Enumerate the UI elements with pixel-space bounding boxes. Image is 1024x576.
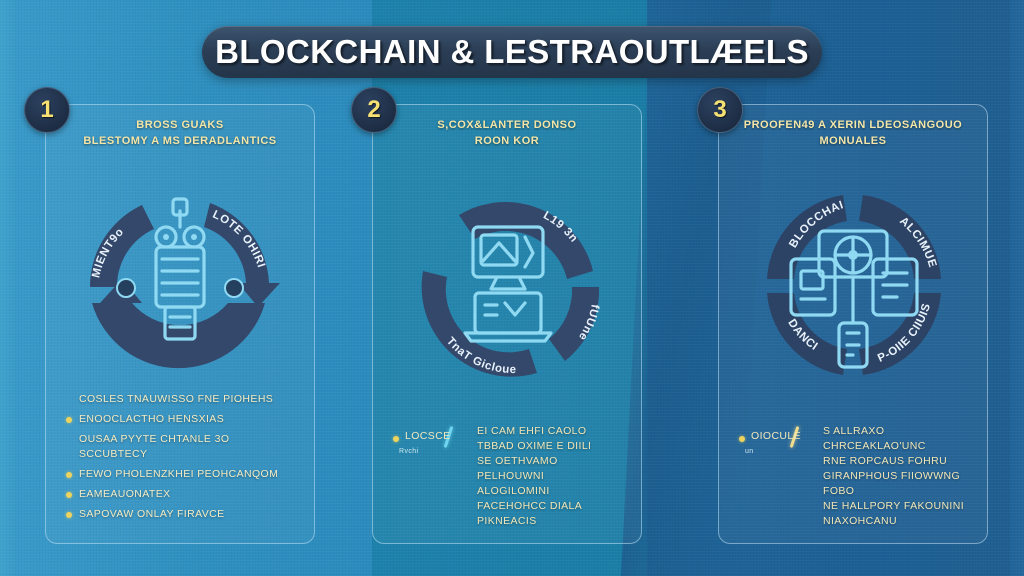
bullet-dot: [66, 472, 72, 478]
card-3-number-badge: 3: [697, 87, 743, 133]
robot-icon: [154, 197, 206, 341]
card-1-bullet-row-4: FEWO PHOLENZKHEI PEOHCANQOM: [66, 467, 298, 482]
background-edge-right: [1010, 0, 1024, 576]
card-2-heading-line-2: ROON KOR: [474, 135, 540, 147]
card-1-bullet-text-6: SAPOVAW ONLAY FIRAVCE: [79, 508, 225, 520]
card-2-arc-top: [459, 202, 593, 279]
card-1-bullet-row-2: ENOOCLACTHO HENSXIAS: [66, 412, 298, 427]
card-1-number-badge: 1: [24, 87, 70, 133]
card-1-arc-2: [204, 203, 280, 307]
card-2-bullet-list: Rvchi LOCSCE EI CAM EHFI CAOLO TBBAD OXI…: [391, 424, 627, 529]
bullet-dot: [66, 417, 72, 423]
card-3-line-2: RNE ROPCAUS FOHRU: [823, 455, 948, 467]
card-3-arc-bottom-left: [767, 293, 847, 375]
card-3-cycle-diagram: BLOCCHAIN ALCIMUE DANCI P-OIIE CIIUIS: [743, 175, 963, 390]
bullet-dot: [66, 397, 72, 403]
bullet-dot: [739, 435, 745, 442]
monitor-laptop-icon: [463, 225, 553, 343]
card-1-bullet-text-4: FEWO PHOLENZKHEI PEOHCANQOM: [79, 468, 279, 480]
card-3-arc-top-right: [859, 195, 941, 279]
card-2-heading: S,COX&LANTER DONSO ROON KOR: [387, 117, 627, 149]
card-3-bullet-lines: S ALLRAXO CHRCEAKLAO'UNC RNE ROPCAUS FOH…: [823, 424, 973, 529]
devices-network-icon: [789, 229, 919, 369]
card-1: 1 BROSS GUAKS BLESTOMY A MS DERADLANTICS…: [24, 87, 315, 544]
card-2-line-2: TBBAD OXIME E DIILI: [477, 440, 592, 452]
card-1-bullet-text-1: COSLES TNAUWISSO FNE PIOHEHS: [79, 393, 274, 405]
card-3-line-3: GIRANPHOUS FIIOWWNG FOBO: [823, 470, 961, 497]
card-1-cycle-diagram: MIENT9o LOTE OHIRI: [70, 175, 290, 390]
bullet-dot: [393, 435, 399, 442]
card-3-side-bullet: OIOCULE: [739, 430, 801, 442]
card-1-bullet-row-5: EAMEAUONATEX: [66, 487, 298, 502]
card-1-node-right: [224, 278, 244, 298]
card-1-bullet-text-3: OUSAA PYYTE CHTANLE 3O SCCUBTECY: [79, 433, 230, 460]
card-1-arc-1: [89, 205, 154, 287]
card-2-cycle-diagram: L19 3n fUUne TnaT Gicloueg: [397, 175, 617, 390]
card-1-heading-line-1: BROSS GUAKS: [136, 119, 224, 131]
card-3-arc-bottom-right: [859, 293, 941, 375]
card-2-line-4: ALOGILOMINI: [477, 485, 550, 497]
card-3-line-5: NIAXOHCANU: [823, 515, 898, 527]
card-1-bullet-text-2: ENOOCLACTHO HENSXIAS: [79, 413, 225, 425]
card-1-bullet-row-6: SAPOVAW ONLAY FIRAVCE: [66, 507, 298, 522]
card-1-arc-label-2: LOTE OHIRI: [211, 209, 267, 270]
card-3-side-bullet-label: OIOCULE: [751, 430, 802, 442]
card-1-bullet-text-5: EAMEAUONATEX: [79, 488, 171, 500]
card-1-heading: BROSS GUAKS BLESTOMY A MS DERADLANTICS: [60, 117, 300, 149]
card-1-arc-3: [92, 279, 265, 369]
card-2-side-small-label: Rvchi: [399, 448, 419, 455]
card-1-bullet-row-3: OUSAA PYYTE CHTANLE 3O SCCUBTECY: [66, 432, 298, 462]
card-3-bullet-left-group: un OIOCULE: [737, 424, 823, 455]
card-1-bullet-list: COSLES TNAUWISSO FNE PIOHEHS ENOOCLACTHO…: [66, 392, 298, 527]
card-3-arc-label-1: BLOCCHAIN: [743, 175, 845, 250]
card-1-heading-line-2: BLESTOMY A MS DERADLANTICS: [83, 135, 277, 147]
card-3-arc-top-left: [767, 195, 847, 279]
card-2-line-5: FACEHOHCC DIALA PIKNEACIS: [477, 500, 582, 527]
card-2-arc-left: [421, 271, 537, 377]
card-1-bullet-row-1: COSLES TNAUWISSO FNE PIOHEHS: [66, 392, 298, 407]
card-1-node-left: [116, 278, 136, 298]
bullet-dot: [66, 512, 72, 518]
bullet-dot: [66, 492, 72, 498]
card-3-heading-line-2: MONUALES: [819, 135, 887, 147]
card-2-bullet-left-group: Rvchi LOCSCE: [391, 424, 477, 455]
card-2-line-3: SE OETHVAMO PELHOUWNI: [477, 455, 558, 482]
card-2-side-bullet-label: LOCSCE: [405, 430, 451, 442]
card-2-side-bullet: LOCSCE: [393, 430, 451, 442]
card-3-line-1: S ALLRAXO CHRCEAKLAO'UNC: [823, 425, 926, 452]
card-3-bullet-list: un OIOCULE S ALLRAXO CHRCEAKLAO'UNC RNE …: [737, 424, 973, 529]
card-2: 2 S,COX&LANTER DONSO ROON KOR L19 3n fUU…: [351, 87, 642, 544]
card-3: 3 PROOFEN49 A XERIN LDEOSANGOUO MONUALES…: [697, 87, 988, 544]
card-3-line-4: NE HALLPORY FAKOUNINI: [823, 500, 965, 512]
card-2-heading-line-1: S,COX&LANTER DONSO: [437, 119, 577, 131]
page-title: BLOCKCHAIN & LESTRAOUTLÆELS: [215, 33, 809, 70]
card-3-heading-line-1: PROOFEN49 A XERIN LDEOSANGOUO: [743, 119, 963, 131]
card-2-line-1: EI CAM EHFI CAOLO: [477, 425, 587, 437]
card-2-bullet-lines: EI CAM EHFI CAOLO TBBAD OXIME E DIILI SE…: [477, 424, 627, 529]
card-3-heading: PROOFEN49 A XERIN LDEOSANGOUO MONUALES: [733, 117, 973, 149]
background-edge-left: [0, 0, 16, 576]
title-banner: BLOCKCHAIN & LESTRAOUTLÆELS: [202, 26, 822, 78]
card-2-number-badge: 2: [351, 87, 397, 133]
card-2-arc-right: [549, 287, 600, 361]
card-3-side-small-label: un: [745, 448, 754, 455]
bullet-dot: [66, 437, 72, 443]
